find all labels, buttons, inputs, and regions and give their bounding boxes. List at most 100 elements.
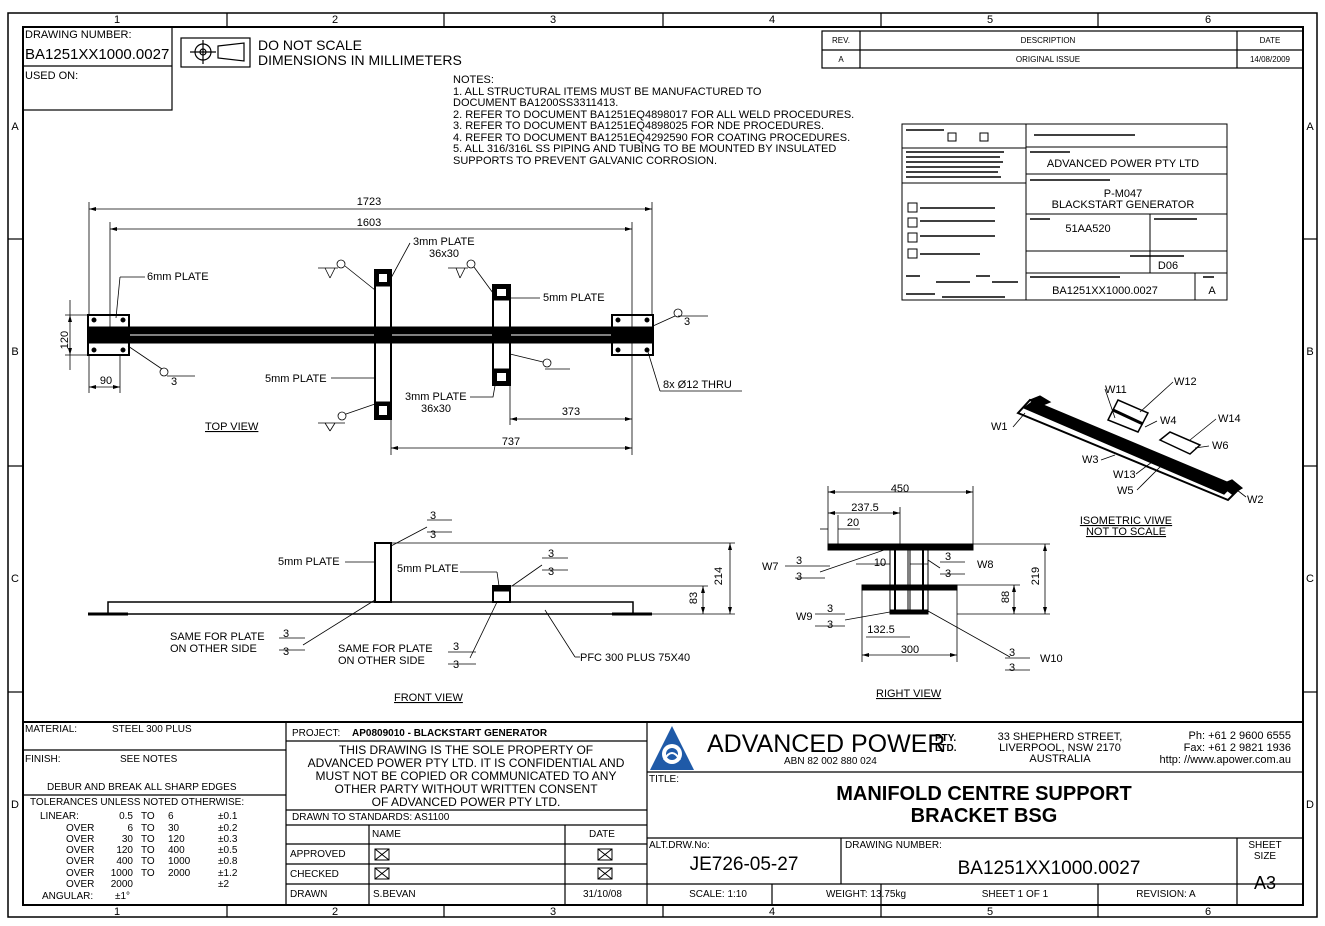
zone-col-1-bottom: 1 <box>114 906 120 918</box>
stamp-project-2: BLACKSTART GENERATOR <box>1052 199 1195 211</box>
note-line: 1. ALL STRUCTURAL ITEMS MUST BE MANUFACT… <box>453 86 762 98</box>
tol-to: TO <box>141 856 155 867</box>
stamp-fine-print <box>906 129 1214 298</box>
weld-size: 3 <box>796 571 802 583</box>
same-plate-2a: SAME FOR PLATE <box>338 643 433 655</box>
tol-to-value: 2000 <box>168 868 191 879</box>
company-name: ADVANCED POWER <box>707 730 945 758</box>
weld-w9: W9 <box>796 611 813 623</box>
tol-to: TO <box>141 834 155 845</box>
stamp-rev: A <box>1208 285 1216 297</box>
dim-10: 10 <box>874 557 886 569</box>
tol-to-value: 120 <box>168 834 185 845</box>
stamp-project-1: P-M047 <box>1104 188 1143 200</box>
note-line: 4. REFER TO DOCUMENT BA1251EQ4292590 FOR… <box>453 132 850 144</box>
property-line: MUST NOT BE COPIED OR COMMUNICATED TO AN… <box>316 769 617 783</box>
standards: DRAWN TO STANDARDS: AS1100 <box>292 812 450 823</box>
iso-label: W11 <box>1105 384 1127 396</box>
title-block <box>23 721 1303 905</box>
checked-label: CHECKED <box>290 869 339 880</box>
weld-size: 3 <box>171 376 177 388</box>
tol-pre: OVER <box>66 823 94 834</box>
zone-row-d: D <box>11 799 19 811</box>
project-value: AP0809010 - BLACKSTART GENERATOR <box>352 728 548 739</box>
contact-fax: Fax: +61 2 9821 1936 <box>1184 742 1291 754</box>
iso-label: W5 <box>1117 485 1134 497</box>
material-value: STEEL 300 PLUS <box>112 724 192 735</box>
tol-from: 6 <box>127 823 133 834</box>
isometric-title: ISOMETRIC VIWE <box>1080 515 1172 527</box>
isometric-drawing <box>1012 381 1247 502</box>
approved-label: APPROVED <box>290 849 346 860</box>
drawing-number-label: DRAWING NUMBER: <box>845 840 942 851</box>
tol-value: ±1.2 <box>218 868 238 879</box>
zone-col-6-bottom: 6 <box>1205 906 1211 918</box>
address-line: AUSTRALIA <box>1029 753 1091 765</box>
drawn-name: S.BEVAN <box>373 889 416 900</box>
tol-from: 120 <box>116 845 133 856</box>
zone-row-d-right: D <box>1306 799 1314 811</box>
linear-label: LINEAR: <box>40 811 79 822</box>
drawing-number: BA1251XX1000.0027 <box>958 858 1141 879</box>
weld-size: 3 <box>430 510 436 522</box>
isometric-subtitle: NOT TO SCALE <box>1086 526 1166 538</box>
tol-value: ±0.3 <box>218 834 238 845</box>
weld-size: 3 <box>283 628 289 640</box>
drawn-label: DRAWN <box>290 889 327 900</box>
tolerances-label: TOLERANCES UNLESS NOTED OTHERWISE: <box>30 797 244 808</box>
notes-title: NOTES: <box>453 74 494 86</box>
tol-value: ±0.8 <box>218 856 238 867</box>
drawing-title-2: BRACKET BSG <box>911 805 1058 827</box>
company-suffix-2: LTD. <box>935 743 957 754</box>
alt-drawing-number: JE726-05-27 <box>690 854 799 875</box>
weld-size: 3 <box>1009 662 1015 674</box>
property-line: ADVANCED POWER PTY LTD. IT IS CONFIDENTI… <box>308 756 625 770</box>
property-line: OF ADVANCED POWER PTY LTD. <box>372 795 561 809</box>
angular-value: ±1° <box>115 891 130 902</box>
contact-web[interactable]: http: //www.apower.com.au <box>1160 754 1291 766</box>
callout-5mm-plate-b: 5mm PLATE <box>265 373 327 385</box>
revision-table <box>821 30 1304 69</box>
weld-w7: W7 <box>762 561 779 573</box>
dim-20: 20 <box>847 517 859 529</box>
dim-214: 214 <box>713 567 725 585</box>
zone-col-2-bottom: 2 <box>332 906 338 918</box>
tol-to-value: 6 <box>168 811 174 822</box>
iso-label: W2 <box>1247 494 1264 506</box>
alt-drawing-label: ALT.DRW.No: <box>649 840 710 851</box>
zone-row-b-right: B <box>1306 346 1313 358</box>
notes-block: NOTES: 1. ALL STRUCTURAL ITEMS MUST BE M… <box>453 74 854 167</box>
weld-size: 3 <box>283 646 289 658</box>
company-logo <box>650 726 694 770</box>
dim-132-5: 132.5 <box>867 624 895 636</box>
finish-label: FINISH: <box>25 754 61 765</box>
stamp-code-2: D06 <box>1158 260 1178 272</box>
zone-col-3-bottom: 3 <box>550 906 556 918</box>
stamp-company: ADVANCED POWER PTY LTD <box>1047 158 1199 170</box>
weld-size: 3 <box>453 659 459 671</box>
dim-83: 83 <box>688 592 700 604</box>
sheet-size-label: SIZE <box>1254 851 1277 862</box>
zone-col-5-bottom: 5 <box>987 906 993 918</box>
top-view-title: TOP VIEW <box>205 421 259 433</box>
zone-row-b: B <box>11 346 18 358</box>
zone-row-c: C <box>11 573 19 585</box>
deburr-note: DEBUR AND BREAK ALL SHARP EDGES <box>47 782 237 793</box>
rev-header-date: DATE <box>1260 36 1281 45</box>
tol-to-value: 30 <box>168 823 180 834</box>
tol-value: ±0.2 <box>218 823 238 834</box>
iso-label: W13 <box>1113 469 1136 481</box>
tol-pre: OVER <box>66 845 94 856</box>
weld-size: 3 <box>453 641 459 653</box>
angular-label: ANGULAR: <box>42 891 93 902</box>
callout-3mm-plate-a: 3mm PLATE <box>413 236 475 248</box>
tol-to: TO <box>141 845 155 856</box>
note-line: 5. ALL 316/316L SS PIPING AND TUBING TO … <box>453 143 836 155</box>
iso-label: W6 <box>1212 440 1229 452</box>
zone-col-2: 2 <box>332 14 338 26</box>
sheet-size-label: SHEET <box>1248 840 1281 851</box>
iso-label: W12 <box>1174 376 1197 388</box>
iso-label: W14 <box>1218 413 1241 425</box>
company-suffix-1: PTY. <box>935 733 956 744</box>
stamp-doc-number: BA1251XX1000.0027 <box>1052 285 1158 297</box>
